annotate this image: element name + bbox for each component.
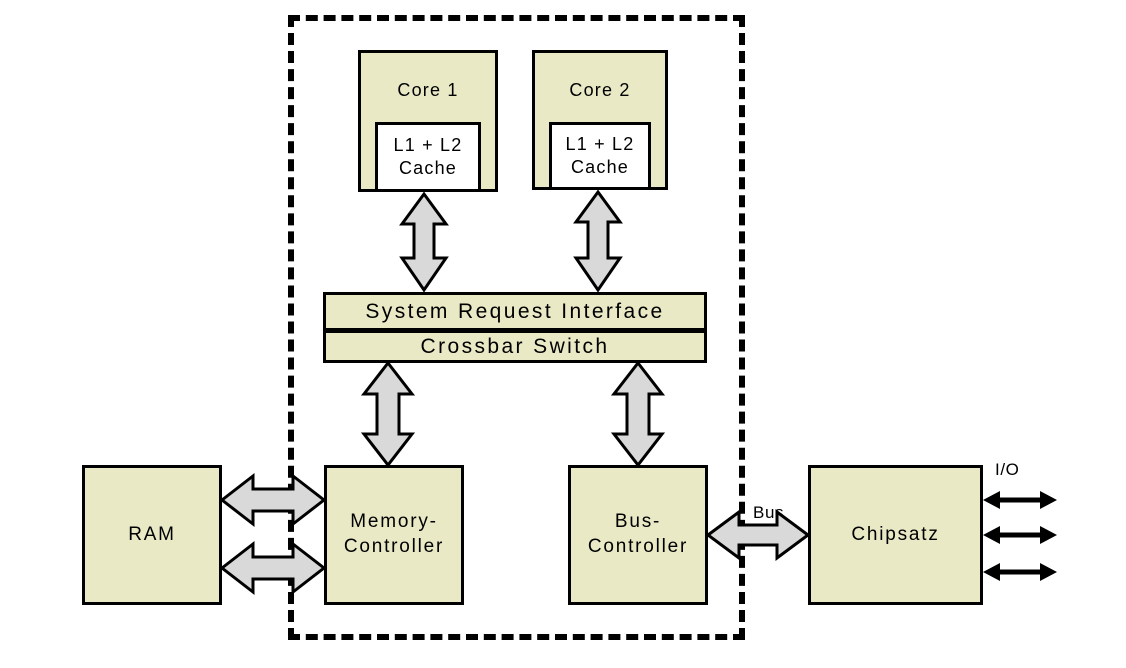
io-connection-label: I/O [995, 460, 1020, 479]
memory-controller-box[interactable]: Memory- Controller [324, 465, 464, 605]
ram-box[interactable]: RAM [82, 465, 222, 605]
core-1-label: Core 1 [397, 80, 459, 100]
bus-connection-label: Bus [753, 503, 785, 522]
core-2-cache-box[interactable]: L1 + L2 Cache [549, 122, 651, 190]
system-request-interface-label: System Request Interface [365, 299, 665, 323]
io-arrow-1-head-left [983, 491, 1000, 509]
core-2-label: Core 2 [569, 80, 631, 100]
io-arrow-2-head-left [983, 526, 1000, 544]
bus-controller-label: Bus- Controller [587, 511, 689, 557]
core-1-cache-label: L1 + L2 Cache [393, 134, 463, 178]
core-1-cache-box[interactable]: L1 + L2 Cache [375, 122, 481, 192]
crossbar-switch-bar[interactable]: Crossbar Switch [323, 330, 707, 363]
io-arrow-2-head-right [1040, 526, 1057, 544]
crossbar-switch-label: Crossbar Switch [420, 334, 610, 358]
cpu-die-boundary [288, 15, 745, 640]
bus-controller-box[interactable]: Bus- Controller [568, 465, 708, 605]
memory-controller-label: Memory- Controller [343, 511, 445, 557]
io-arrow-1-head-right [1040, 491, 1057, 509]
chipsatz-label: Chipsatz [851, 523, 940, 545]
chipsatz-box[interactable]: Chipsatz [808, 465, 983, 605]
system-request-interface-bar[interactable]: System Request Interface [323, 292, 707, 331]
io-arrow-group [983, 491, 1057, 581]
io-arrow-3-head-left [983, 563, 1000, 581]
ram-label: RAM [128, 523, 176, 545]
core-2-cache-label: L1 + L2 Cache [565, 133, 635, 177]
io-arrow-3-head-right [1040, 563, 1057, 581]
